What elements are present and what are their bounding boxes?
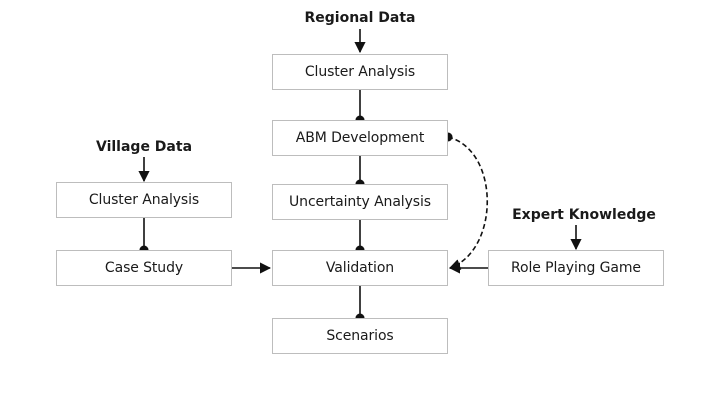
node-scenarios: Scenarios: [272, 318, 448, 354]
node-uncertainty-analysis: Uncertainty Analysis: [272, 184, 448, 220]
node-abm-development: ABM Development: [272, 120, 448, 156]
source-village-data: Village Data: [95, 139, 193, 155]
node-cluster-analysis-village: Cluster Analysis: [56, 182, 232, 218]
node-cluster-analysis-regional: Cluster Analysis: [272, 54, 448, 90]
source-expert-knowledge: Expert Knowledge: [512, 207, 656, 223]
node-validation: Validation: [272, 250, 448, 286]
node-case-study: Case Study: [56, 250, 232, 286]
node-role-playing-game: Role Playing Game: [488, 250, 664, 286]
source-regional-data: Regional Data: [304, 10, 416, 26]
edge-abm-to-validation-dashed: [447, 136, 488, 270]
